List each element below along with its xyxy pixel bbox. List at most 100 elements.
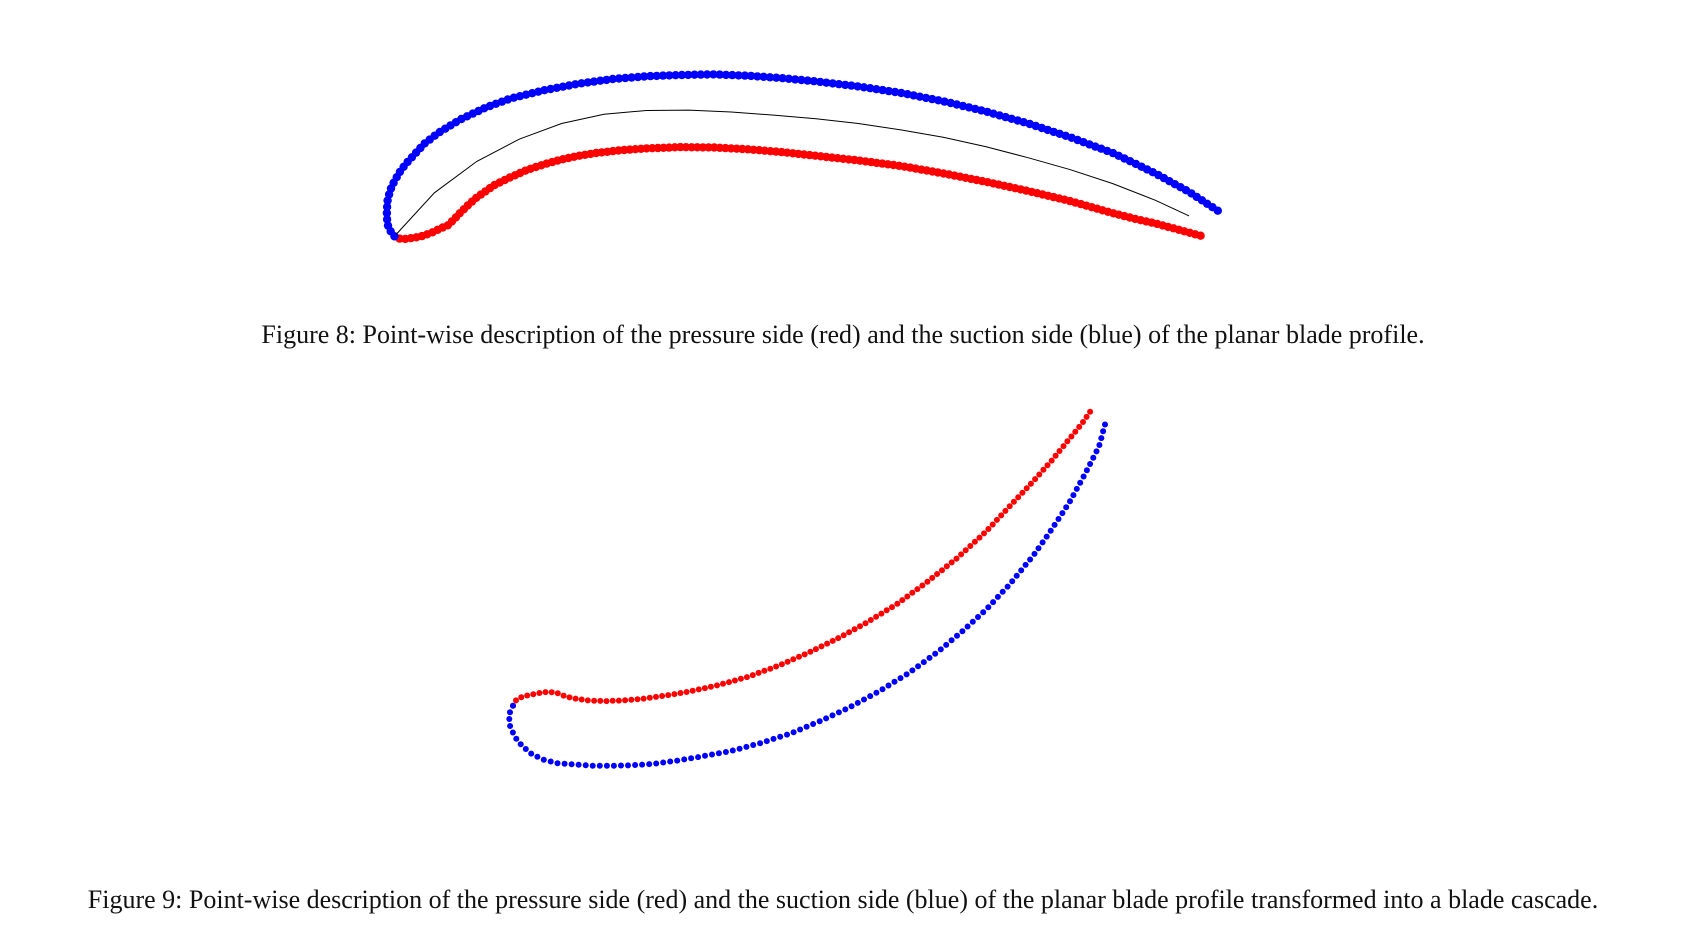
data-point [715,70,724,79]
suction-side-series [382,70,1223,241]
data-point [948,637,955,644]
data-point [897,675,904,682]
data-point [561,760,568,767]
figure-caption: Figure 9: Point-wise description of the … [87,885,1599,914]
data-point [1035,545,1042,552]
data-point [566,694,573,701]
data-point [734,71,743,80]
data-point [1010,498,1017,505]
data-point [857,623,863,630]
data-point [772,73,781,82]
data-point [914,586,921,593]
data-point [639,761,646,768]
data-point [701,685,708,692]
data-point [1055,516,1062,522]
data-point [652,71,661,81]
data-point [816,718,823,725]
data-point [1080,419,1086,425]
data-point [750,742,757,748]
data-point [953,555,960,562]
data-point [939,567,945,574]
data-point [777,733,784,740]
data-point [975,614,981,620]
data-point [854,699,861,706]
data-point [522,746,529,752]
data-point [778,661,785,668]
data-point [920,659,927,666]
data-point [1009,578,1016,585]
data-point [1059,510,1066,517]
data-point [862,620,869,627]
data-point [1087,461,1094,467]
data-point [677,690,684,696]
data-point [753,72,762,81]
data-point [990,599,997,606]
data-point [1023,485,1030,492]
data-point [684,70,693,80]
data-point [640,695,647,702]
data-point [1067,498,1073,505]
data-point [829,637,836,644]
data-point [803,723,810,730]
data-point [625,762,631,769]
data-point [695,686,702,693]
data-point [879,686,886,693]
data-point [885,682,892,689]
data-point [634,696,641,703]
data-point [964,623,971,630]
data-point [572,695,579,702]
data-point [1102,421,1108,428]
data-point [784,74,793,84]
data-point [633,72,643,82]
data-point [1004,583,1011,590]
data-point [534,753,541,760]
data-point [971,538,978,545]
data-point [993,516,1000,523]
data-point [608,74,617,84]
data-point [671,691,678,698]
data-point [765,73,775,82]
data-point [1052,452,1059,459]
data-point [1031,550,1038,557]
data-point [513,697,519,704]
figure-9: Figure 9: Point-wise description of the … [0,370,1686,952]
data-point [924,578,931,585]
data-point [803,76,812,85]
data-point [660,759,667,766]
data-point [1077,479,1084,486]
data-point [603,698,610,705]
data-point [1051,521,1058,528]
data-point [1096,442,1103,448]
data-point [646,761,653,768]
data-point [759,72,768,82]
data-point [767,665,774,672]
data-point [867,617,874,623]
data-point [899,597,906,604]
data-point [621,73,630,83]
data-point [382,202,392,212]
data-point [542,689,549,696]
data-point [999,588,1006,595]
data-point [1063,504,1070,511]
data-point [653,693,659,700]
data-point [507,709,513,716]
data-point [627,73,636,82]
data-point [1068,433,1075,440]
data-point [943,563,950,570]
data-point [646,694,653,701]
data-point [967,543,974,549]
data-point [778,74,787,83]
data-point [578,696,585,703]
data-point [1073,485,1080,492]
data-point [773,663,780,670]
data-point [731,677,738,684]
data-point [506,716,513,722]
data-point [743,674,750,681]
data-point [530,691,537,698]
data-point [702,70,712,79]
data-point [807,648,814,655]
data-point [1032,476,1039,483]
data-point [976,534,983,541]
data-point [695,754,702,761]
data-point [524,692,531,699]
